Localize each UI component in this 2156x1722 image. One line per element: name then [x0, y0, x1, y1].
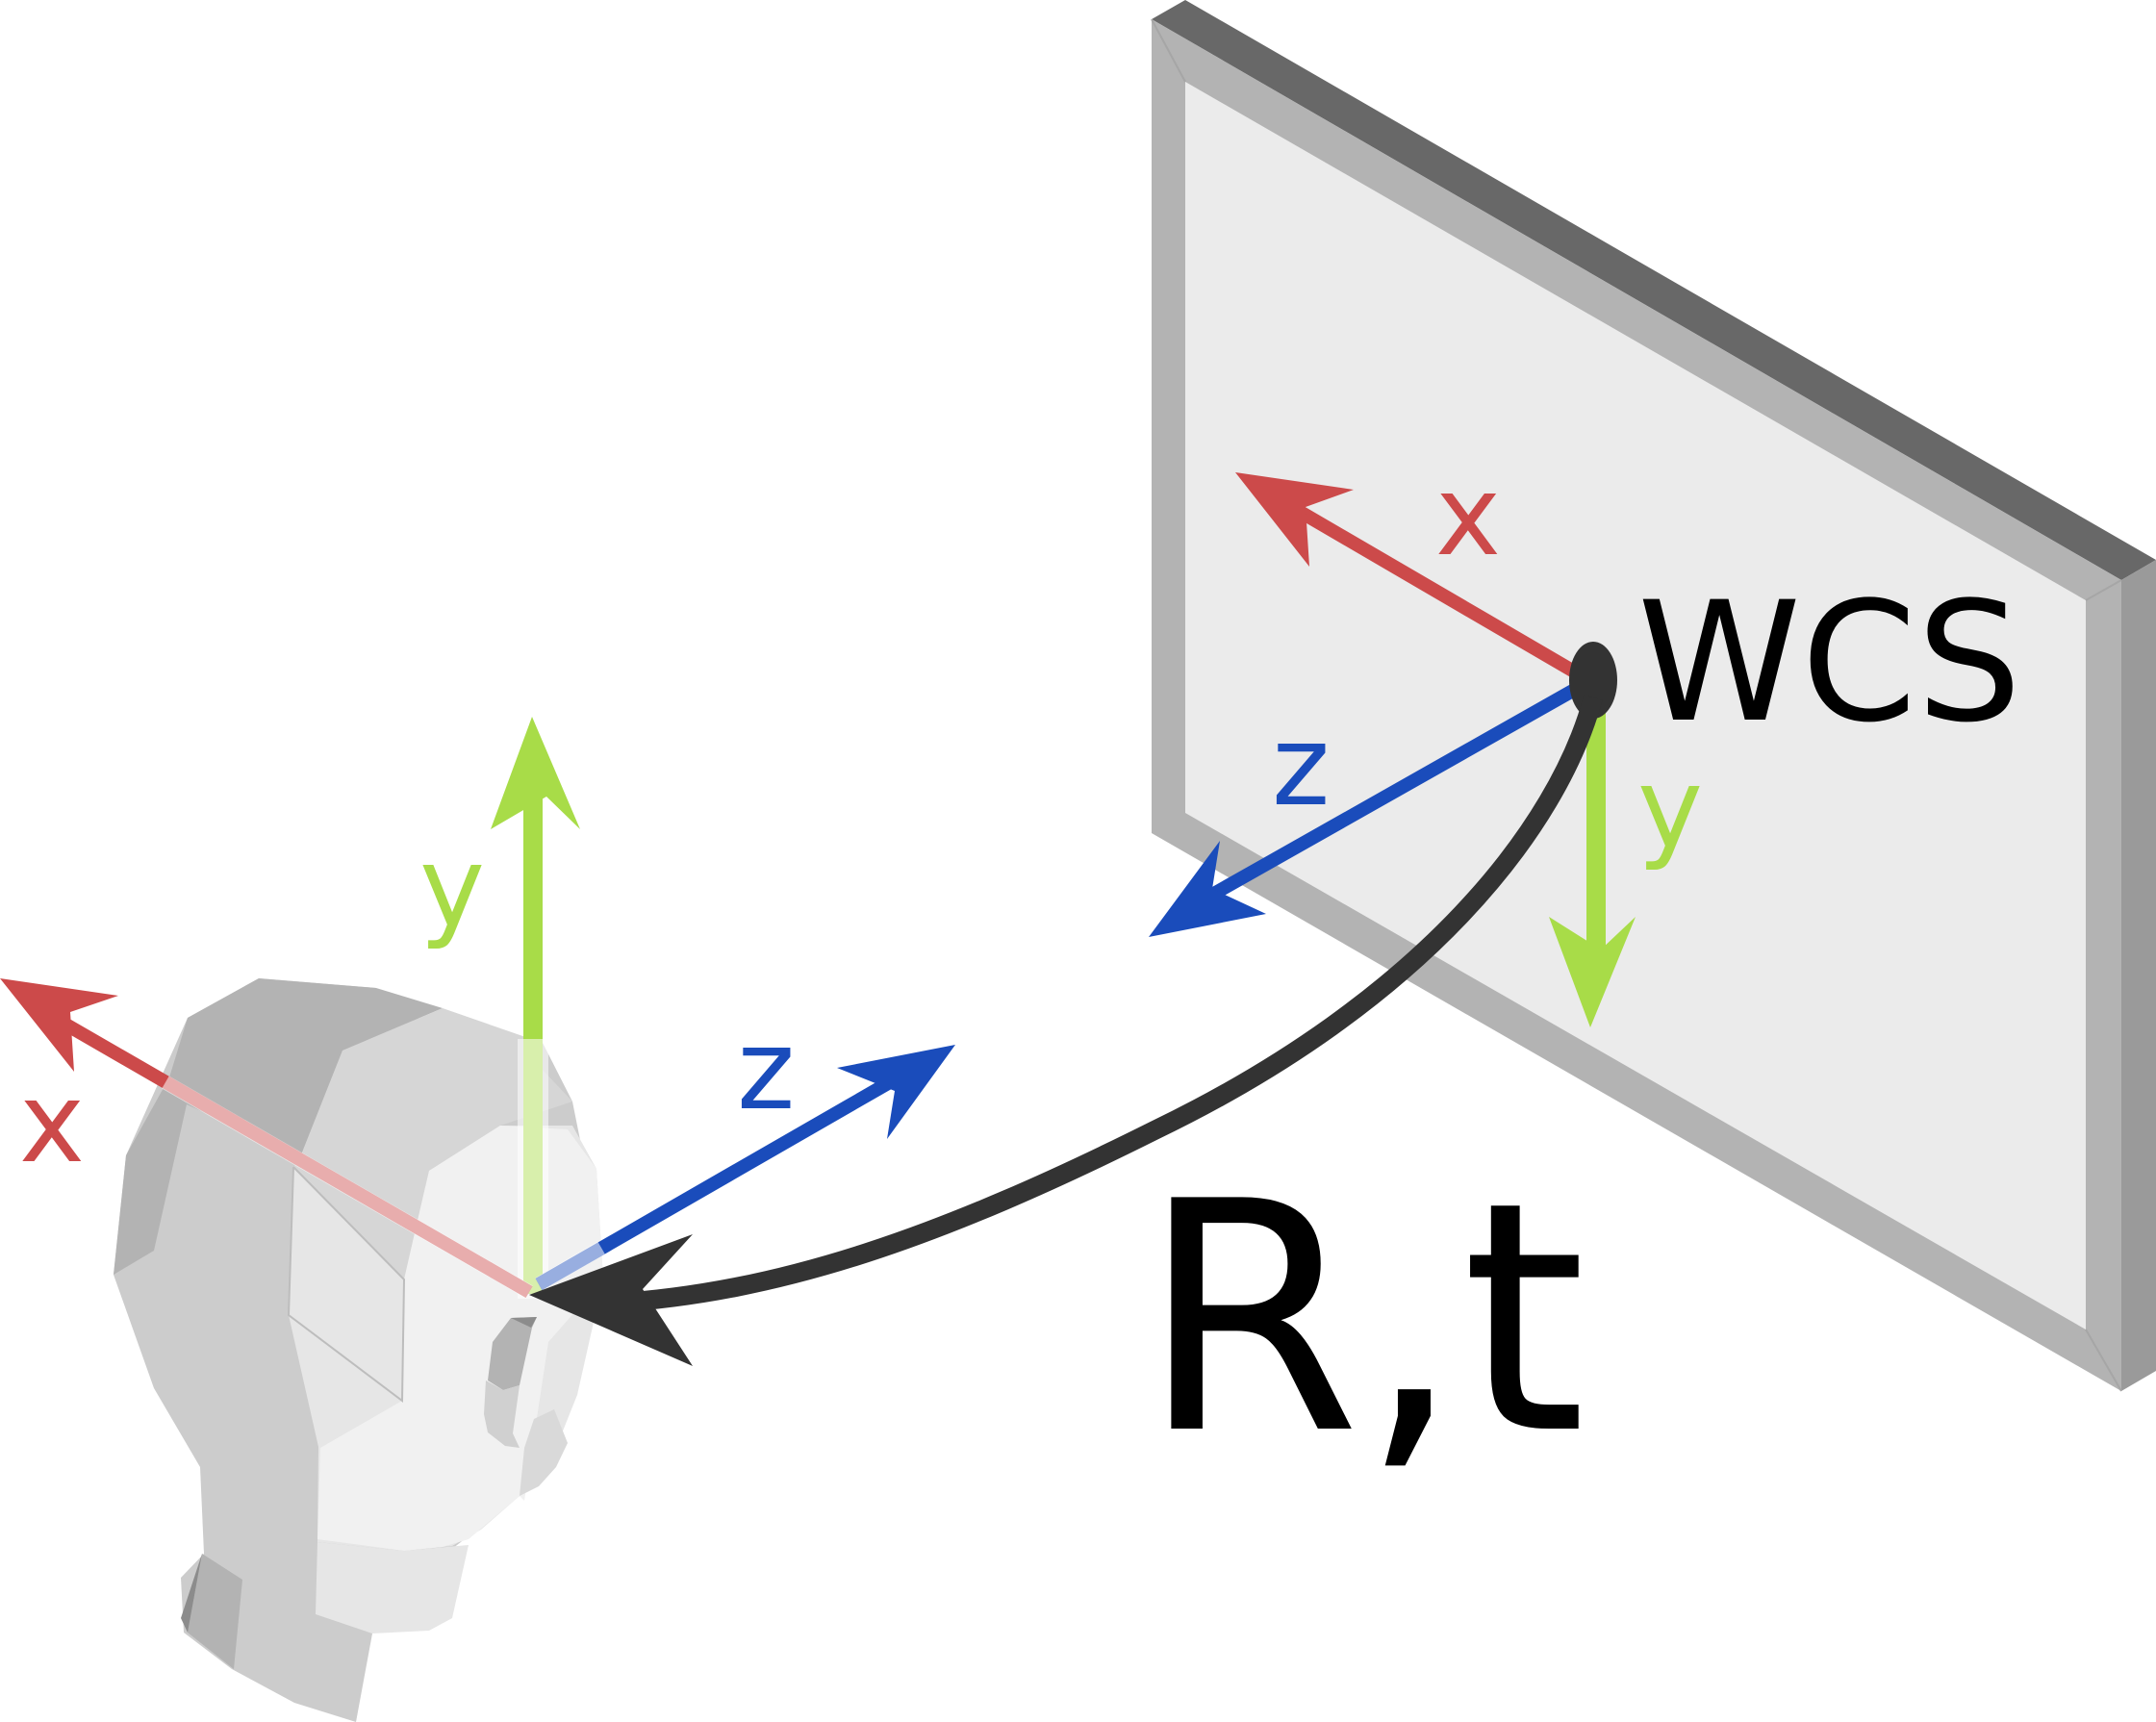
wcs-y-label: y [1637, 745, 1703, 874]
transform-curve-arrowhead [529, 1234, 693, 1366]
screen-face [1185, 82, 2086, 1329]
head-z-arrowhead [837, 1045, 955, 1139]
head-x-label: x [19, 1059, 85, 1188]
wcs-z-axis [1208, 681, 1582, 901]
labels: WCS R,t x y z x y z [19, 452, 2021, 1504]
wcs-axes [1149, 472, 1636, 1027]
head-z-label: z [737, 1006, 795, 1135]
screen-top-edge [1152, 0, 2156, 580]
wcs-z-label: z [1272, 702, 1330, 831]
head-x-arrowhead [0, 978, 118, 1072]
wcs-y-arrowhead [1549, 917, 1636, 1027]
wcs-z-arrowhead [1149, 841, 1266, 937]
wcs-x-arrowhead [1235, 472, 1354, 567]
screen-right-edge [2121, 560, 2156, 1391]
head-y-arrowhead [491, 717, 580, 829]
transform-curve-path [605, 695, 1603, 1313]
screen [1151, 0, 2156, 1392]
transform-curve [529, 695, 1603, 1366]
head-axes [0, 717, 955, 1299]
transform-label: R,t [1140, 1134, 1586, 1504]
wcs-origin-dot [1569, 642, 1617, 719]
wcs-x-axis [1293, 503, 1589, 685]
head-y-label: y [419, 823, 485, 952]
wcs-label: WCS [1637, 566, 2021, 759]
wcs-x-label: x [1435, 452, 1501, 581]
head-model [114, 978, 603, 1722]
